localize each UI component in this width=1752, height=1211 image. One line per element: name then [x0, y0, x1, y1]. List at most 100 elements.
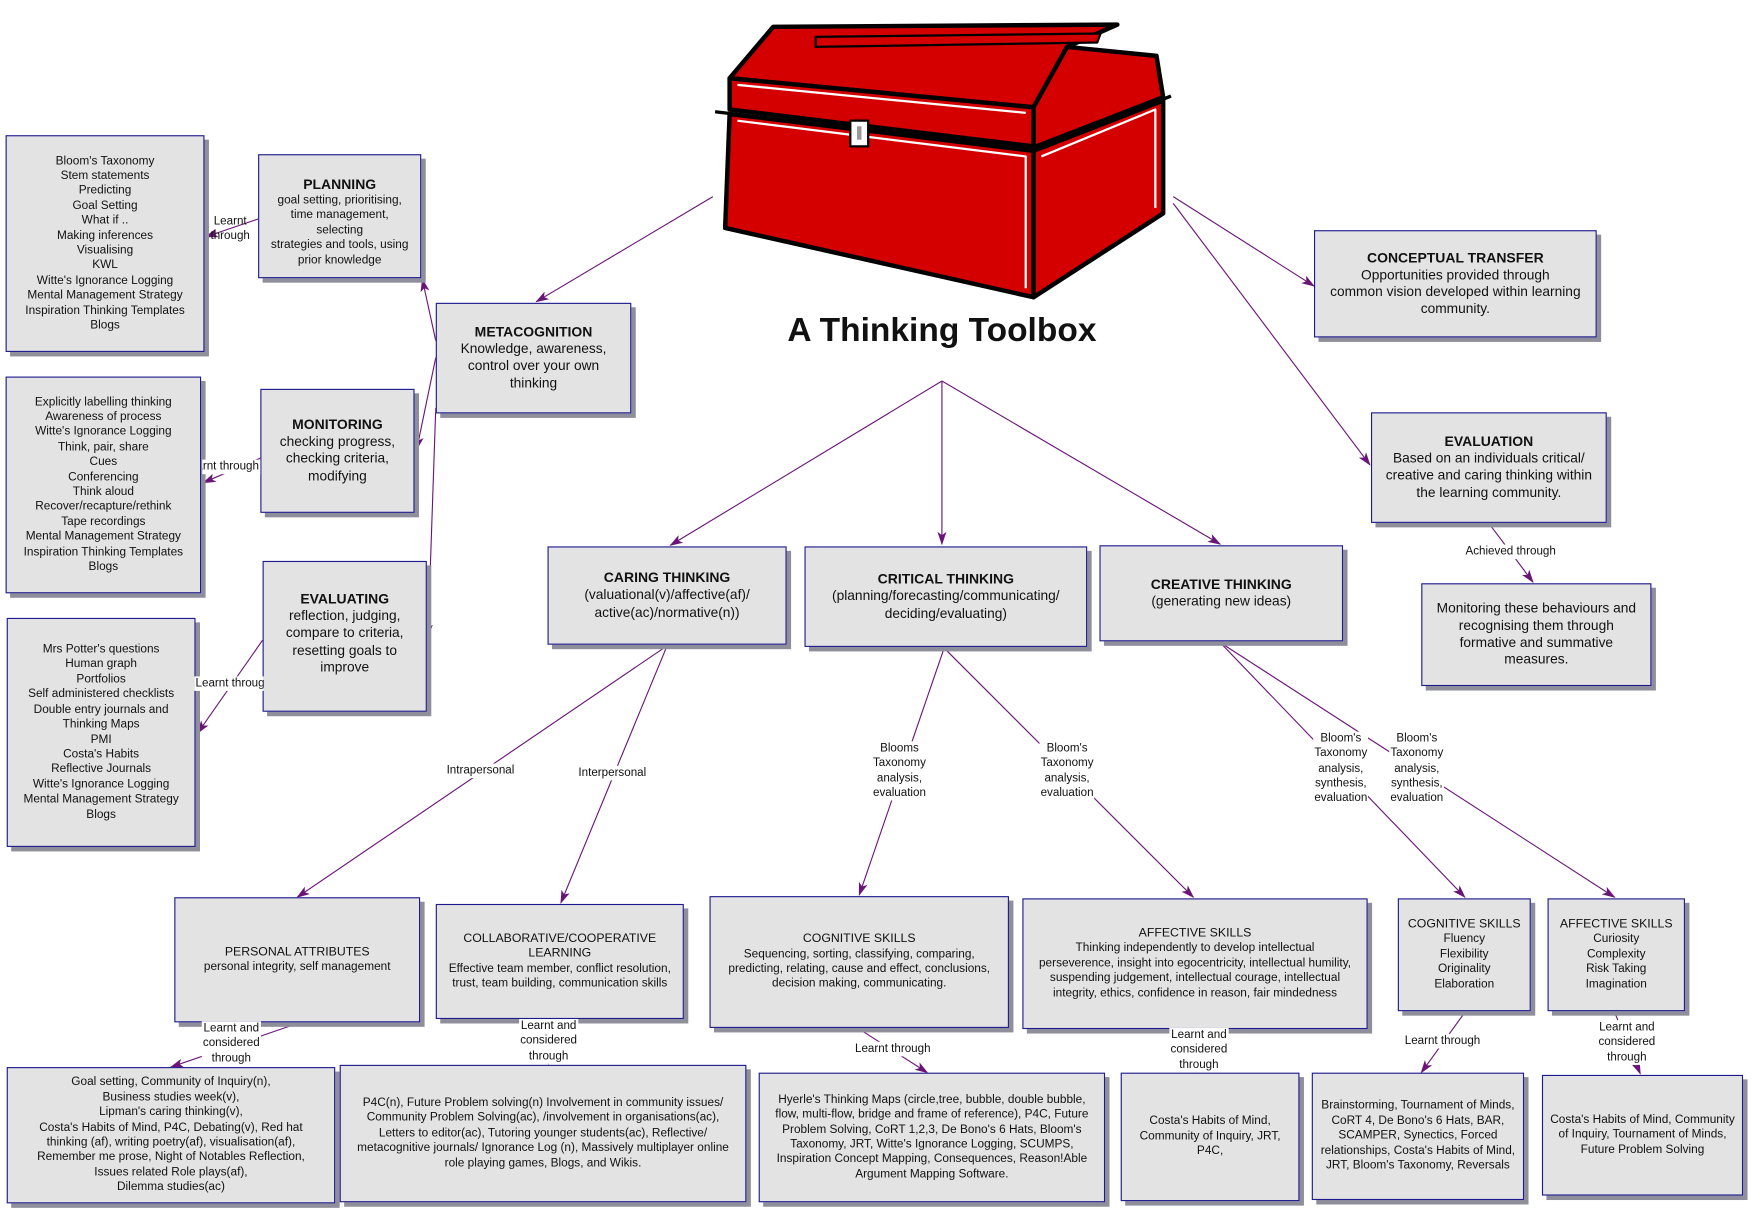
- list-item: Explicitly labelling thinking: [34, 395, 172, 409]
- link-toolbox-evaluation: [1172, 203, 1371, 466]
- critical-thinking-box: CRITICAL THINKING (planning/forecasting/…: [804, 546, 1088, 647]
- planning-title: PLANNING: [303, 176, 377, 193]
- intrapersonal-label: Intrapersonal: [445, 763, 516, 779]
- collaborative-learning-box: COLLABORATIVE/COOPERATIVE LEARNING Effec…: [435, 903, 684, 1020]
- monitoring-body: checking progress, checking criteria, mo…: [279, 433, 396, 484]
- planning-edge-label: Learnt through: [210, 215, 250, 243]
- metacognition-box: METACOGNITION Knowledge, awareness, cont…: [435, 302, 632, 414]
- creative-thinking-box: CREATIVE THINKING (generating new ideas): [1099, 545, 1344, 642]
- personal-attributes-body: personal integrity, self management: [203, 959, 391, 974]
- creative-cognitive-edge-label: Learnt through: [1403, 1033, 1482, 1049]
- monitoring-behaviours-box: Monitoring these behaviours and recognis…: [1421, 583, 1652, 687]
- link-toolbox-conceptual-transfer: [1172, 196, 1315, 287]
- list-item: Witte's Ignorance Logging: [35, 425, 172, 439]
- evaluating-title: EVALUATING: [300, 591, 390, 607]
- evaluating-box: EVALUATING reflection, judging, compare …: [262, 560, 427, 712]
- evaluation-edge-label: Achieved through: [1464, 544, 1557, 560]
- creative-affective-skills-title: AFFECTIVE SKILLS: [1559, 917, 1673, 931]
- caring-thinking-box: CARING THINKING (valuational(v)/affectiv…: [547, 546, 787, 645]
- list-item: Human graph: [65, 657, 137, 671]
- critical-affective-edge-label: Learnt and considered through: [1169, 1028, 1229, 1073]
- list-item: Tape recordings: [61, 514, 146, 529]
- metacognition-body: Knowledge, awareness, control over your …: [460, 340, 607, 391]
- metacognition-title: METACOGNITION: [474, 324, 593, 340]
- list-item: Predicting: [78, 183, 132, 198]
- link-toolbox-creative: [941, 380, 1222, 545]
- list-item: Think, pair, share: [57, 439, 149, 454]
- list-item: Inspiration Thinking Templates: [25, 303, 185, 317]
- list-item: Mrs Potter's questions: [42, 642, 160, 656]
- personal-tools-box: Goal setting, Community of Inquiry(n), B…: [6, 1067, 336, 1204]
- list-item: Cues: [89, 454, 118, 469]
- collab-tools-box: P4C(n), Future Problem solving(n) Involv…: [339, 1064, 747, 1203]
- conceptual-transfer-title: CONCEPTUAL TRANSFER: [1367, 249, 1544, 266]
- collaborative-learning-title: COLLABORATIVE/COOPERATIVE LEARNING: [463, 931, 657, 960]
- critical-cognitive-tools-box: Hyerle's Thinking Maps (circle,tree, bub…: [758, 1072, 1106, 1203]
- interpersonal-label: Interpersonal: [577, 765, 648, 781]
- list-item: Blogs: [86, 807, 116, 821]
- list-item: Mental Management Strategy: [25, 529, 181, 544]
- monitoring-edge-label: Learnt through: [202, 459, 261, 475]
- creative-affective-skills-box: AFFECTIVE SKILLS Curiosity Complexity Ri…: [1547, 898, 1685, 1012]
- planning-box: PLANNING goal setting, prioritising, tim…: [258, 154, 422, 279]
- critical-cognitive-skills-title: COGNITIVE SKILLS: [802, 932, 916, 946]
- evaluation-title: EVALUATION: [1444, 433, 1534, 450]
- list-item: Double entry journals and: [33, 702, 169, 716]
- list-item: Awareness of process: [45, 410, 162, 424]
- list-item: Recover/recapture/rethink: [35, 499, 172, 514]
- list-item: Stem statements: [60, 168, 150, 183]
- list-item: Thinking Maps: [62, 717, 140, 731]
- monitoring-behaviours-text: Monitoring these behaviours and recognis…: [1436, 600, 1637, 668]
- creative-thinking-body: (generating new ideas): [1151, 593, 1292, 609]
- list-item: Blogs: [90, 318, 120, 332]
- list-item: Blogs: [88, 559, 119, 574]
- critical-cognitive-skills-box: COGNITIVE SKILLS Sequencing, sorting, cl…: [709, 896, 1009, 1028]
- personal-edge-label: Learnt and considered through: [201, 1021, 261, 1066]
- critical-affective-tools-text: Costa's Habits of Mind, Community of Inq…: [1139, 1114, 1281, 1158]
- list-item: What if ..: [81, 213, 129, 228]
- creative-cognitive-label: Bloom's Taxonomy analysis, synthesis, ev…: [1313, 731, 1369, 806]
- caring-thinking-body: (valuational(v)/affective(af)/ active(ac…: [584, 586, 750, 620]
- monitoring-title: MONITORING: [292, 416, 383, 433]
- evaluating-body: reflection, judging, compare to criteria…: [285, 607, 404, 675]
- critical-affective-skills-title: AFFECTIVE SKILLS: [1138, 926, 1252, 940]
- collab-tools-text: P4C(n), Future Problem solving(n) Involv…: [357, 1096, 729, 1170]
- creative-cognitive-tools-text: Brainstorming, Tournament of Minds, CoRT…: [1320, 1098, 1516, 1173]
- critical-cognitive-label: Blooms Taxonomy analysis, evaluation: [871, 741, 928, 801]
- personal-attributes-title: PERSONAL ATTRIBUTES: [224, 944, 370, 959]
- list-item: Witte's Ignorance Logging: [32, 777, 170, 791]
- list-item: Costa's Habits: [63, 747, 140, 761]
- list-item: PMI: [90, 732, 112, 746]
- critical-cognitive-tools-text: Hyerle's Thinking Maps (circle,tree, bub…: [775, 1092, 1089, 1181]
- critical-cognitive-edge-label: Learnt through: [853, 1041, 932, 1057]
- planning-body: goal setting, prioritising, time managem…: [270, 193, 409, 267]
- link-toolbox-caring: [669, 380, 943, 546]
- creative-affective-tools-text: Costa's Habits of Mind, Community of Inq…: [1550, 1112, 1735, 1157]
- list-item: Bloom's Taxonomy: [55, 153, 155, 168]
- list-item: Mental Management Strategy: [27, 288, 183, 302]
- list-item: Witte's Ignorance Logging: [36, 273, 174, 287]
- creative-affective-tools-box: Costa's Habits of Mind, Community of Inq…: [1541, 1074, 1744, 1196]
- list-item: Goal Setting: [72, 198, 138, 213]
- critical-affective-skills-body: Thinking independently to develop intell…: [1038, 941, 1352, 1000]
- conceptual-transfer-box: CONCEPTUAL TRANSFER Opportunities provid…: [1314, 230, 1597, 338]
- list-item: Inspiration Thinking Templates: [23, 544, 184, 559]
- creative-thinking-title: CREATIVE THINKING: [1150, 576, 1292, 593]
- list-item: Mental Management Strategy: [23, 792, 179, 806]
- link-planning-tools: [204, 218, 259, 238]
- treasure-chest-icon: [714, 22, 1172, 300]
- critical-affective-label: Bloom's Taxonomy analysis, evaluation: [1039, 741, 1095, 801]
- creative-cognitive-skills-body: Fluency Flexibility Originality Elaborat…: [1434, 932, 1495, 991]
- list-item: Portfolios: [76, 672, 126, 686]
- list-item: Think aloud: [72, 484, 134, 499]
- evaluation-body: Based on an individuals critical/ creati…: [1385, 450, 1592, 501]
- list-item: Visualising: [76, 243, 134, 257]
- collab-edge-label: Learnt and considered through: [519, 1019, 579, 1064]
